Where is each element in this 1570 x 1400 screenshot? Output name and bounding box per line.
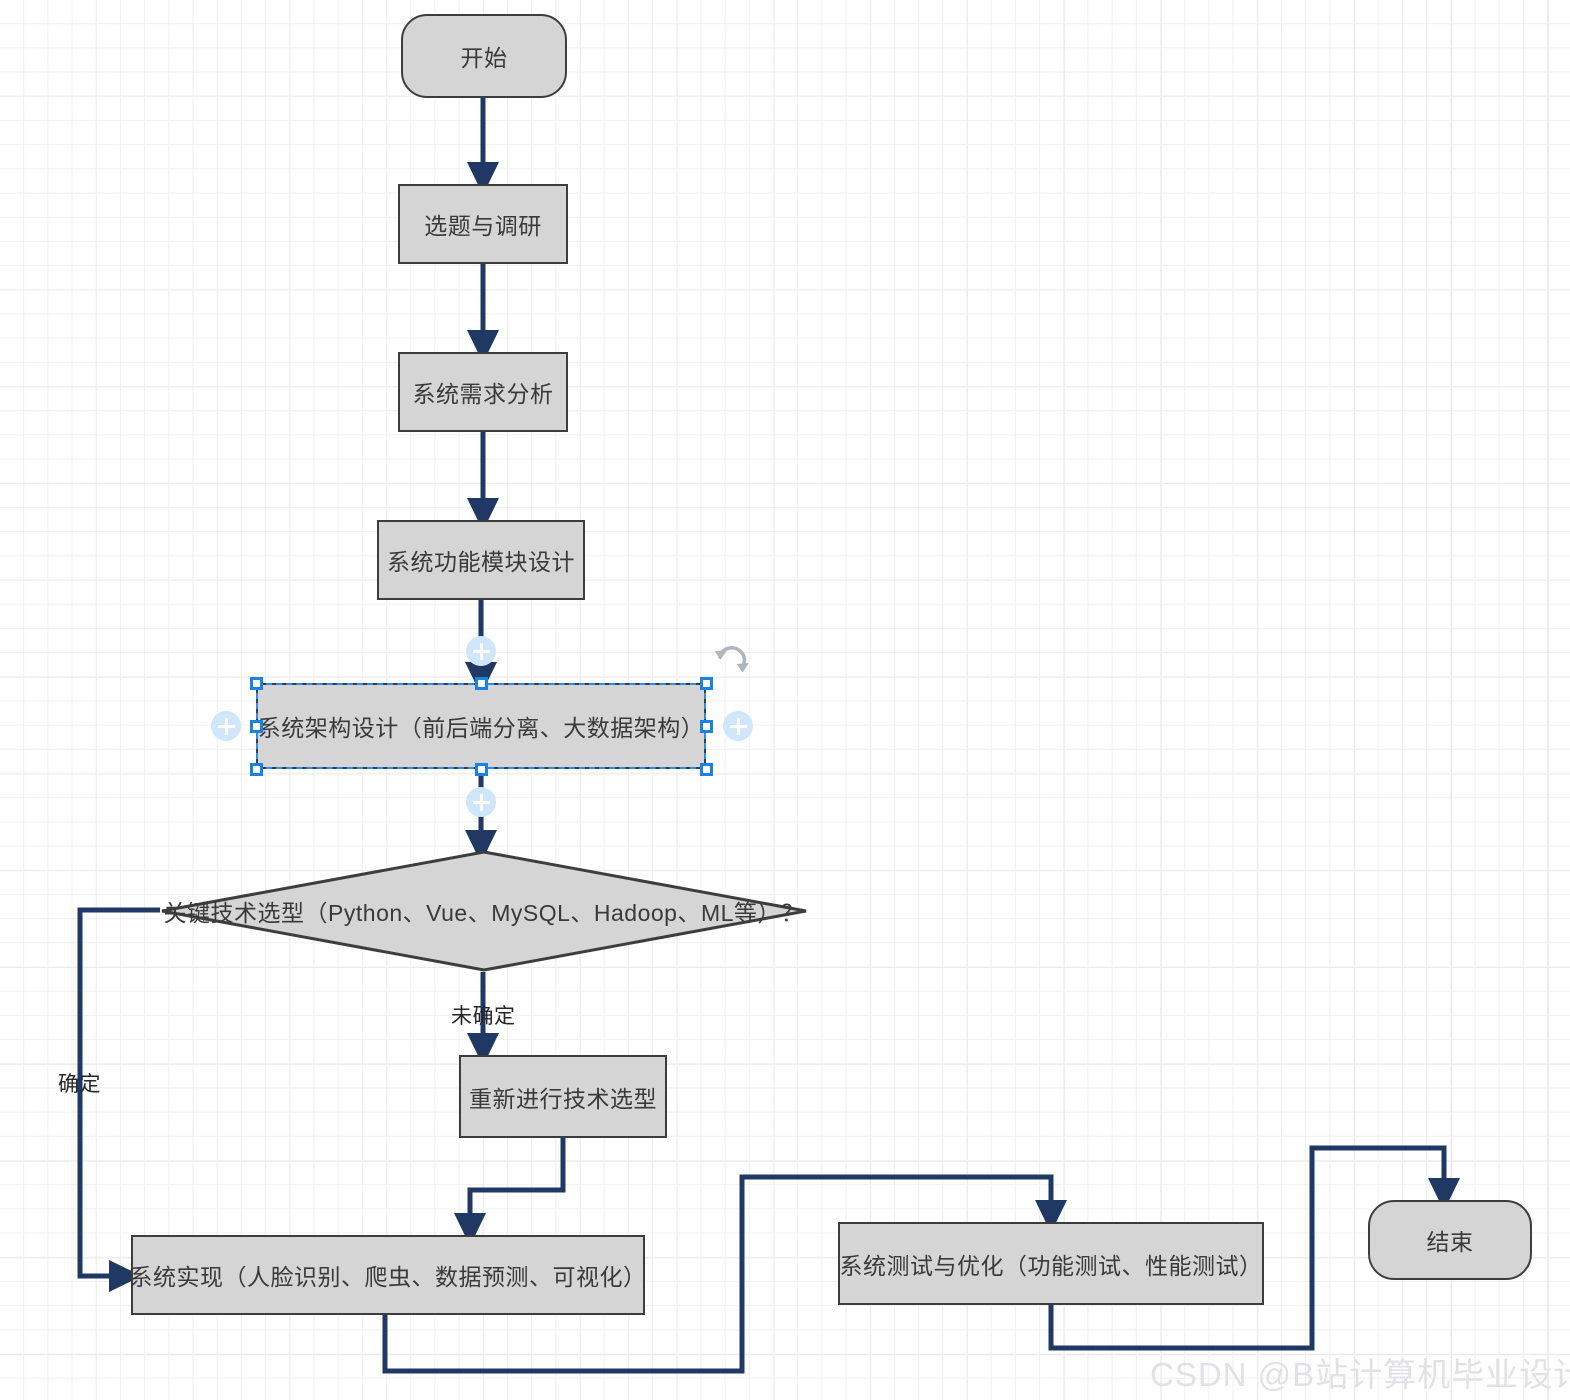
selection-handle-middle-right[interactable] bbox=[700, 720, 713, 733]
selection-handle-bottom-left[interactable] bbox=[250, 763, 263, 776]
node-technology-decision-label: 关键技术选型（Python、Vue、MySQL、Hadoop、ML等）？ bbox=[163, 900, 805, 926]
node-reselect-technology-label: 重新进行技术选型 bbox=[469, 1085, 657, 1112]
node-start-label: 开始 bbox=[460, 45, 508, 71]
node-system-implementation[interactable]: 系统实现（人脸识别、爬虫、数据预测、可视化） bbox=[129, 1235, 647, 1315]
node-architecture-design[interactable]: 系统架构设计（前后端分离、大数据架构） bbox=[256, 683, 706, 769]
selection-handle-top-right[interactable] bbox=[700, 677, 713, 690]
connection-port-top-plus-icon[interactable] bbox=[466, 636, 496, 666]
csdn-watermark: CSDN @B站计算机毕业设计大学 bbox=[1150, 1356, 1570, 1393]
rotate-handle-icon[interactable] bbox=[711, 641, 755, 682]
selection-handle-bottom-right[interactable] bbox=[700, 763, 713, 776]
node-technology-decision[interactable]: 关键技术选型（Python、Vue、MySQL、Hadoop、ML等）？ bbox=[160, 850, 808, 972]
node-topic-research-label: 选题与调研 bbox=[424, 213, 542, 239]
selection-handle-top-left[interactable] bbox=[250, 677, 263, 690]
node-requirement-analysis-label: 系统需求分析 bbox=[412, 381, 554, 407]
edge-label-weiqueding: 未确定 bbox=[451, 1005, 516, 1028]
connection-port-bottom-plus-icon[interactable] bbox=[466, 787, 496, 817]
node-end[interactable]: 结束 bbox=[1368, 1200, 1532, 1280]
node-end-label: 结束 bbox=[1426, 1229, 1474, 1255]
node-reselect-technology[interactable]: 重新进行技术选型 bbox=[459, 1055, 667, 1138]
node-module-design[interactable]: 系统功能模块设计 bbox=[377, 520, 585, 600]
node-system-testing-label: 系统测试与优化（功能测试、性能测试） bbox=[839, 1252, 1263, 1279]
edge-label-queding: 确定 bbox=[58, 1073, 101, 1096]
connection-port-right-plus-icon[interactable] bbox=[723, 711, 753, 741]
decision-diamond-shape bbox=[161, 850, 807, 972]
selection-handle-bottom-center[interactable] bbox=[475, 763, 488, 776]
selection-handle-top-center[interactable] bbox=[475, 677, 488, 690]
node-architecture-design-label: 系统架构设计（前后端分离、大数据架构） bbox=[257, 715, 705, 741]
edge-reselect-to-implement bbox=[454, 1138, 566, 1246]
node-system-testing[interactable]: 系统测试与优化（功能测试、性能测试） bbox=[838, 1222, 1264, 1305]
node-topic-research[interactable]: 选题与调研 bbox=[398, 184, 568, 264]
node-system-implementation-label: 系统实现（人脸识别、爬虫、数据预测、可视化） bbox=[129, 1264, 647, 1290]
connection-port-left-plus-icon[interactable] bbox=[211, 711, 241, 741]
selection-handle-middle-left[interactable] bbox=[250, 720, 263, 733]
node-module-design-label: 系统功能模块设计 bbox=[387, 549, 575, 575]
node-requirement-analysis[interactable]: 系统需求分析 bbox=[398, 352, 568, 432]
node-start[interactable]: 开始 bbox=[401, 14, 567, 98]
